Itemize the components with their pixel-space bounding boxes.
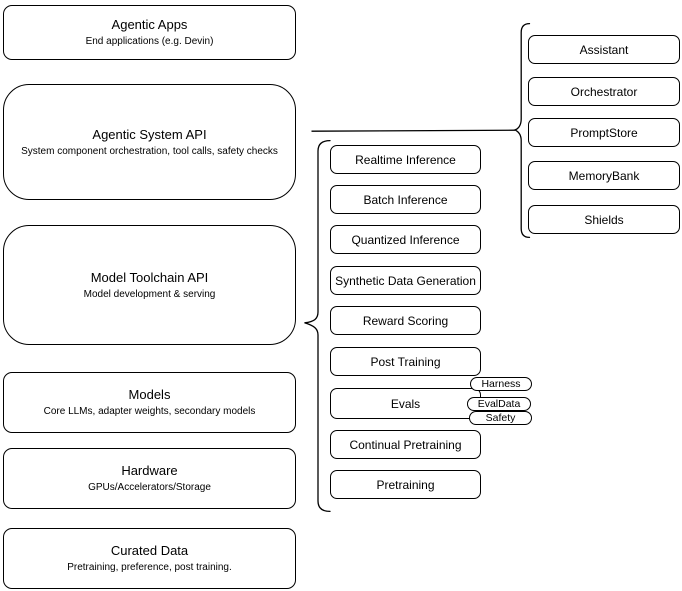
toolchain-box-realtime-inference: Realtime Inference	[330, 145, 481, 174]
toolchain-box-post-training: Post Training	[330, 347, 481, 376]
layer-title: Hardware	[121, 463, 178, 478]
toolchain-box-evals: Evals	[330, 388, 481, 419]
toolchain-box-continual-pretraining: Continual Pretraining	[330, 430, 481, 459]
layer-title: Model Toolchain API	[90, 269, 209, 285]
layer-subtitle: GPUs/Accelerators/Storage	[88, 482, 211, 493]
component-box-memorybank: MemoryBank	[528, 161, 680, 190]
layer-title: Curated Data	[110, 543, 189, 558]
layer-box-hardware: Hardware GPUs/Accelerators/Storage	[3, 448, 296, 509]
layer-subtitle: Pretraining, preference, post training.	[67, 562, 232, 573]
layer-subtitle: End applications (e.g. Devin)	[85, 36, 214, 47]
layer-subtitle: Model development & serving	[83, 288, 216, 300]
toolchain-brace	[304, 139, 331, 513]
component-box-promptstore: PromptStore	[528, 118, 680, 147]
layer-title: Models	[128, 387, 171, 402]
system-api-connector-line	[311, 129, 516, 132]
evals-tag-safety: Safety	[469, 411, 532, 425]
layer-box-models: Models Core LLMs, adapter weights, secon…	[3, 372, 296, 433]
toolchain-box-reward-scoring: Reward Scoring	[330, 306, 481, 335]
toolchain-box-batch-inference: Batch Inference	[330, 185, 481, 214]
toolchain-box-quantized-inference: Quantized Inference	[330, 225, 481, 254]
component-box-orchestrator: Orchestrator	[528, 77, 680, 106]
layer-title: Agentic Apps	[111, 17, 188, 32]
evals-tag-harness: Harness	[470, 377, 532, 391]
layer-title: Agentic System API	[92, 126, 207, 142]
component-box-assistant: Assistant	[528, 35, 680, 64]
layer-box-agentic-system-api: Agentic System API System component orch…	[3, 84, 296, 200]
layer-box-curated-data: Curated Data Pretraining, preference, po…	[3, 528, 296, 589]
component-box-shields: Shields	[528, 205, 680, 234]
layer-box-model-toolchain-api: Model Toolchain API Model development & …	[3, 225, 296, 345]
evals-tag-evaldata: EvalData	[467, 397, 531, 411]
layer-box-agentic-apps: Agentic Apps End applications (e.g. Devi…	[3, 5, 296, 60]
layer-subtitle: Core LLMs, adapter weights, secondary mo…	[43, 406, 256, 417]
toolchain-box-synthetic-data-generation: Synthetic Data Generation	[330, 266, 481, 295]
toolchain-box-pretraining: Pretraining	[330, 470, 481, 499]
layer-subtitle: System component orchestration, tool cal…	[21, 145, 278, 157]
